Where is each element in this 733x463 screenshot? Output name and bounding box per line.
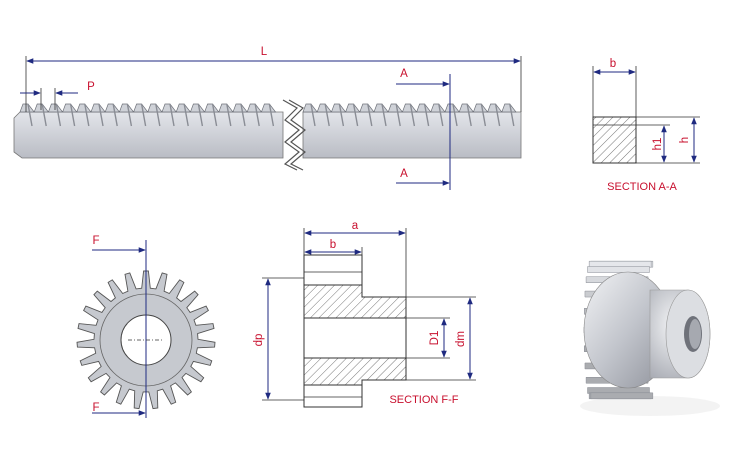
section-ff-pitch-diameter-label: dp xyxy=(253,334,265,347)
section-aa-width-label: b xyxy=(610,58,616,70)
length-label: L xyxy=(261,46,268,58)
section-aa-tooth-height-label: h1 xyxy=(652,138,664,151)
section-ff-view: a b dp D1 dm SECTION F-F xyxy=(253,220,476,408)
section-f-marker-bottom: F xyxy=(92,402,99,414)
rack-body-right xyxy=(302,111,522,159)
section-ff-total-width-label: a xyxy=(352,220,359,232)
gear-front-view: F F xyxy=(76,235,216,418)
rack-tooth-row xyxy=(302,103,517,113)
rack-body-left xyxy=(13,111,284,159)
section-ff-hub-diameter-label: dm xyxy=(455,331,467,347)
rack-tooth-shading xyxy=(310,103,515,127)
rack-break-mark xyxy=(282,99,300,171)
section-aa-hatch xyxy=(592,116,637,164)
section-ff-hatch-upper xyxy=(303,284,407,319)
section-f-marker-top: F xyxy=(92,235,99,247)
rack-teeth xyxy=(19,103,517,127)
section-ff-bore-label: D1 xyxy=(429,331,441,346)
gear-3d-tooth xyxy=(590,392,654,400)
section-aa-height-label: h xyxy=(679,137,691,143)
gear-3d-render xyxy=(580,260,720,416)
section-marker-bottom: A xyxy=(400,168,408,180)
rack-side-view: L P A A xyxy=(13,46,522,190)
section-marker-top: A xyxy=(400,68,408,80)
section-ff-face-width-label: b xyxy=(330,239,336,251)
rack-tooth-shading xyxy=(27,103,275,127)
gear-3d-tooth xyxy=(588,260,652,268)
section-aa-title: SECTION A-A xyxy=(607,181,677,193)
section-ff-title: SECTION F-F xyxy=(389,394,458,406)
section-ff-hatch-lower xyxy=(303,357,407,386)
section-aa-view: b h1 h SECTION A-A xyxy=(592,58,700,193)
section-ff-bore xyxy=(303,317,407,359)
pitch-label: P xyxy=(87,81,95,93)
gear-3d-tooth xyxy=(587,266,650,273)
